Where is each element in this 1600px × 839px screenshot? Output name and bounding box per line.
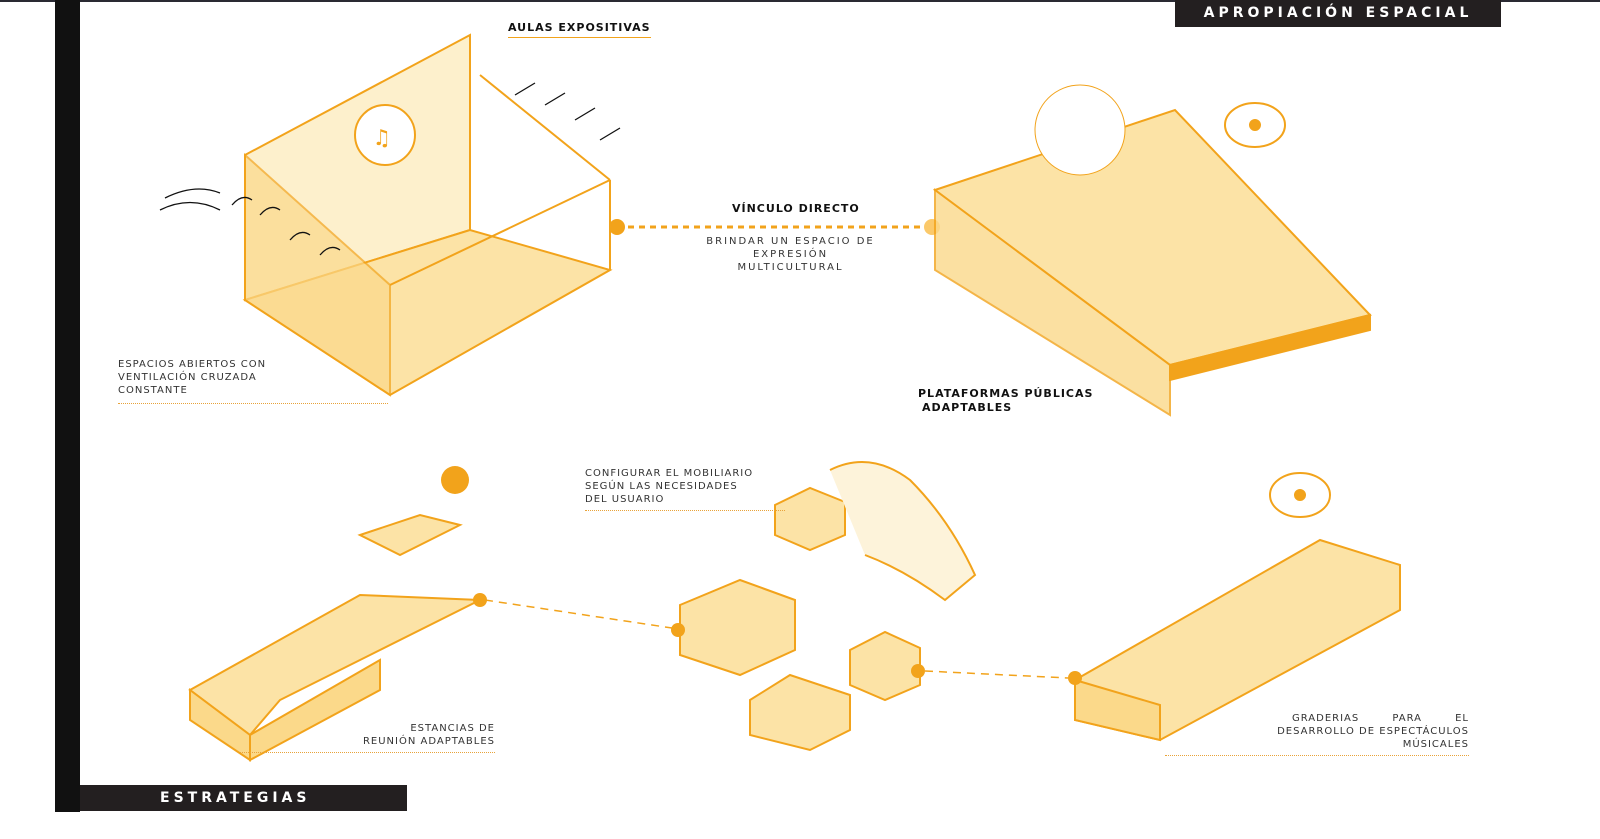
bleachers-illustration xyxy=(1068,472,1401,742)
note-graderias: GRADERIAS PARA EL DESARROLLO DE ESPECTÁC… xyxy=(1165,712,1469,756)
wind-arrows xyxy=(159,82,621,256)
label-aulas: AULAS EXPOSITIVAS xyxy=(508,21,651,38)
section-label: ESTRATEGIAS xyxy=(80,785,407,811)
label-plataformas: PLATAFORMAS PÚBLICAS ADAPTABLES xyxy=(918,387,1094,414)
desc-vinculo: BRINDAR UN ESPACIO DE EXPRESIÓN MULTICUL… xyxy=(706,236,875,273)
link-vinculo xyxy=(609,219,940,235)
modular-blocks-illustration xyxy=(671,461,977,752)
svg-text:♫: ♫ xyxy=(373,126,391,151)
page-title: APROPIACIÓN ESPACIAL xyxy=(1175,0,1501,27)
note-ventilacion: ESPACIOS ABIERTOS CON VENTILACIÓN CRUZAD… xyxy=(118,358,388,404)
note-estancias: ESTANCIAS DE REUNIÓN ADAPTABLES xyxy=(240,722,495,753)
top-border xyxy=(0,0,1600,2)
link-arrows-bottom xyxy=(484,599,1069,679)
platform-illustration xyxy=(932,84,1372,417)
classroom-illustration: ♫ xyxy=(242,33,613,397)
label-vinculo: VÍNCULO DIRECTO xyxy=(732,202,860,215)
meeting-benches-illustration xyxy=(188,466,487,762)
note-mobiliario: CONFIGURAR EL MOBILIARIO SEGÚN LAS NECES… xyxy=(585,467,785,511)
left-bar xyxy=(55,0,80,812)
